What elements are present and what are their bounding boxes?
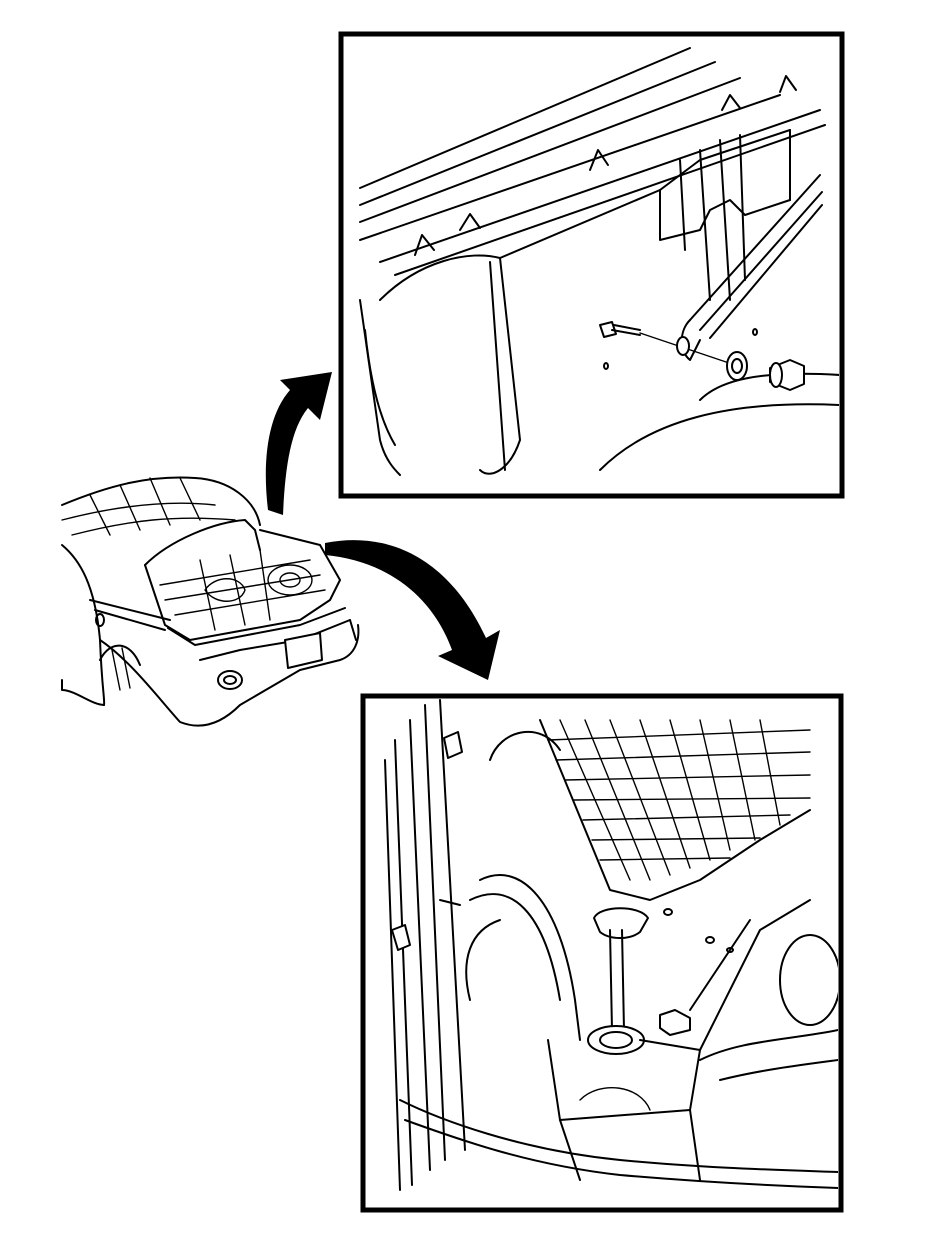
arrow-to-bottom-detail [325, 540, 500, 680]
detail-panel-top [338, 31, 845, 499]
trunk-floor-drawing [384, 699, 838, 1191]
detail-panel-bottom [360, 693, 844, 1213]
trim-panel-drawing [359, 47, 839, 476]
detail-panel-top-frame [338, 31, 845, 499]
detail-panel-bottom-frame [360, 693, 844, 1213]
arrow-to-top-detail [265, 372, 332, 515]
car-rear-view [61, 476, 360, 727]
